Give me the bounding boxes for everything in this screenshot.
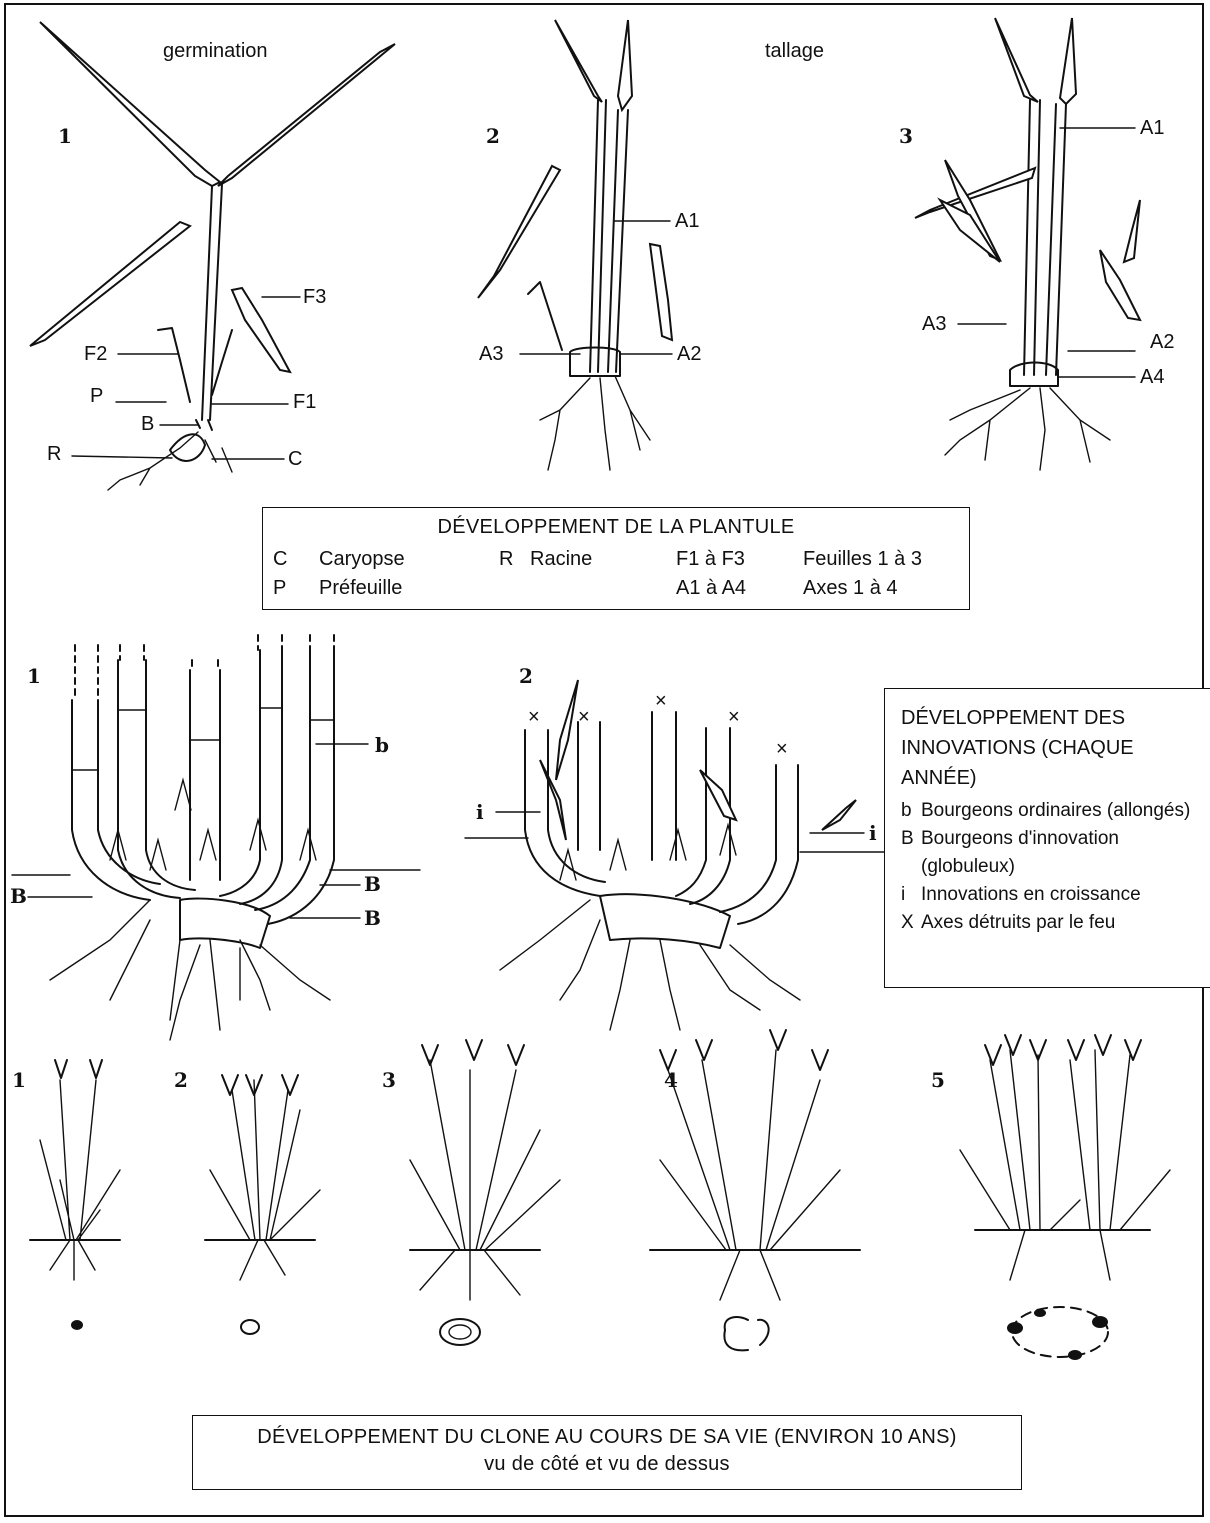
seedling-panel-number-3: 3 [899,124,913,148]
clone-3 [410,1040,560,1345]
clone-panel-number-5: 5 [931,1068,945,1092]
clone-1 [30,1060,120,1330]
label-b: b [375,733,389,757]
legend-key-F1-F3: F1 à F3 [676,548,745,571]
clone-panel-number-1: 1 [12,1068,26,1092]
label-x-2: × [578,706,590,728]
label-P: P [90,385,103,407]
clone-panel-number-4: 4 [664,1068,678,1092]
seedling-1-drawing [30,22,395,490]
innovations-1-drawing [50,635,334,1040]
clone-drawings [30,1030,1170,1360]
label-B-right-1: B [364,872,381,896]
clone-2 [205,1075,320,1334]
label-i-right: i [869,821,877,845]
innovations-leader-lines [12,744,884,918]
legend-plantule: DÉVELOPPEMENT DE LA PLANTULE C Caryopse … [262,507,970,610]
legend-key-R: R [499,548,513,571]
label-F1: F1 [293,391,316,413]
legend-value-caryopse: Caryopse [319,548,405,571]
label-F3: F3 [303,286,326,308]
legend-key-A1-A4: A1 à A4 [676,577,746,600]
clone-panel-number-2: 2 [174,1068,188,1092]
legend-key-C: C [273,548,287,571]
clone-5 [960,1035,1170,1360]
label-B: B [141,413,154,435]
label-B-right-2: B [364,906,381,930]
innovations-2-drawing [500,680,856,1030]
label-3-A2: A2 [1150,331,1174,353]
label-F2: F2 [84,343,107,365]
legend-value-prefeuille: Préfeuille [319,577,402,600]
seedling-2-drawing [478,20,672,470]
label-2-A2: A2 [677,343,701,365]
label-3-A1: A1 [1140,117,1164,139]
innovation-panel-number-2: 2 [519,664,533,688]
legend-clone-title: DÉVELOPPEMENT DU CLONE AU COURS DE SA VI… [193,1426,1021,1449]
label-x-4: × [728,706,740,728]
legend-value-racine: Racine [530,548,592,571]
legend-innovations-title: DÉVELOPPEMENT DES INNOVATIONS (CHAQUE AN… [901,703,1201,793]
label-2-A1: A1 [675,210,699,232]
legend-value-feuilles: Feuilles 1 à 3 [803,548,922,571]
label-x-5: × [776,738,788,760]
legend-innovations: DÉVELOPPEMENT DES INNOVATIONS (CHAQUE AN… [884,688,1210,988]
phase-label-germination: germination [163,40,268,62]
legend-key-P: P [273,577,286,600]
clone-4 [650,1030,860,1350]
label-2-A3: A3 [479,343,503,365]
label-3-A3: A3 [922,313,946,335]
innovation-panel-number-1: 1 [27,664,41,688]
label-i-left: i [476,800,484,824]
label-x-3: × [655,690,667,712]
legend-clone: DÉVELOPPEMENT DU CLONE AU COURS DE SA VI… [192,1415,1022,1490]
label-R: R [47,443,61,465]
phase-label-tallage: tallage [765,40,824,62]
seedling-panel-number-2: 2 [486,124,500,148]
label-x-1: × [528,706,540,728]
clone-panel-number-3: 3 [382,1068,396,1092]
legend-clone-subtitle: vu de côté et vu de dessus [193,1453,1021,1476]
seedling-3-drawing [915,18,1140,470]
label-B-left: B [10,884,27,908]
legend-plantule-title: DÉVELOPPEMENT DE LA PLANTULE [263,516,969,539]
seedling-panel-number-1: 1 [58,124,72,148]
label-3-A4: A4 [1140,366,1164,388]
legend-value-axes: Axes 1 à 4 [803,577,898,600]
label-C: C [288,448,302,470]
